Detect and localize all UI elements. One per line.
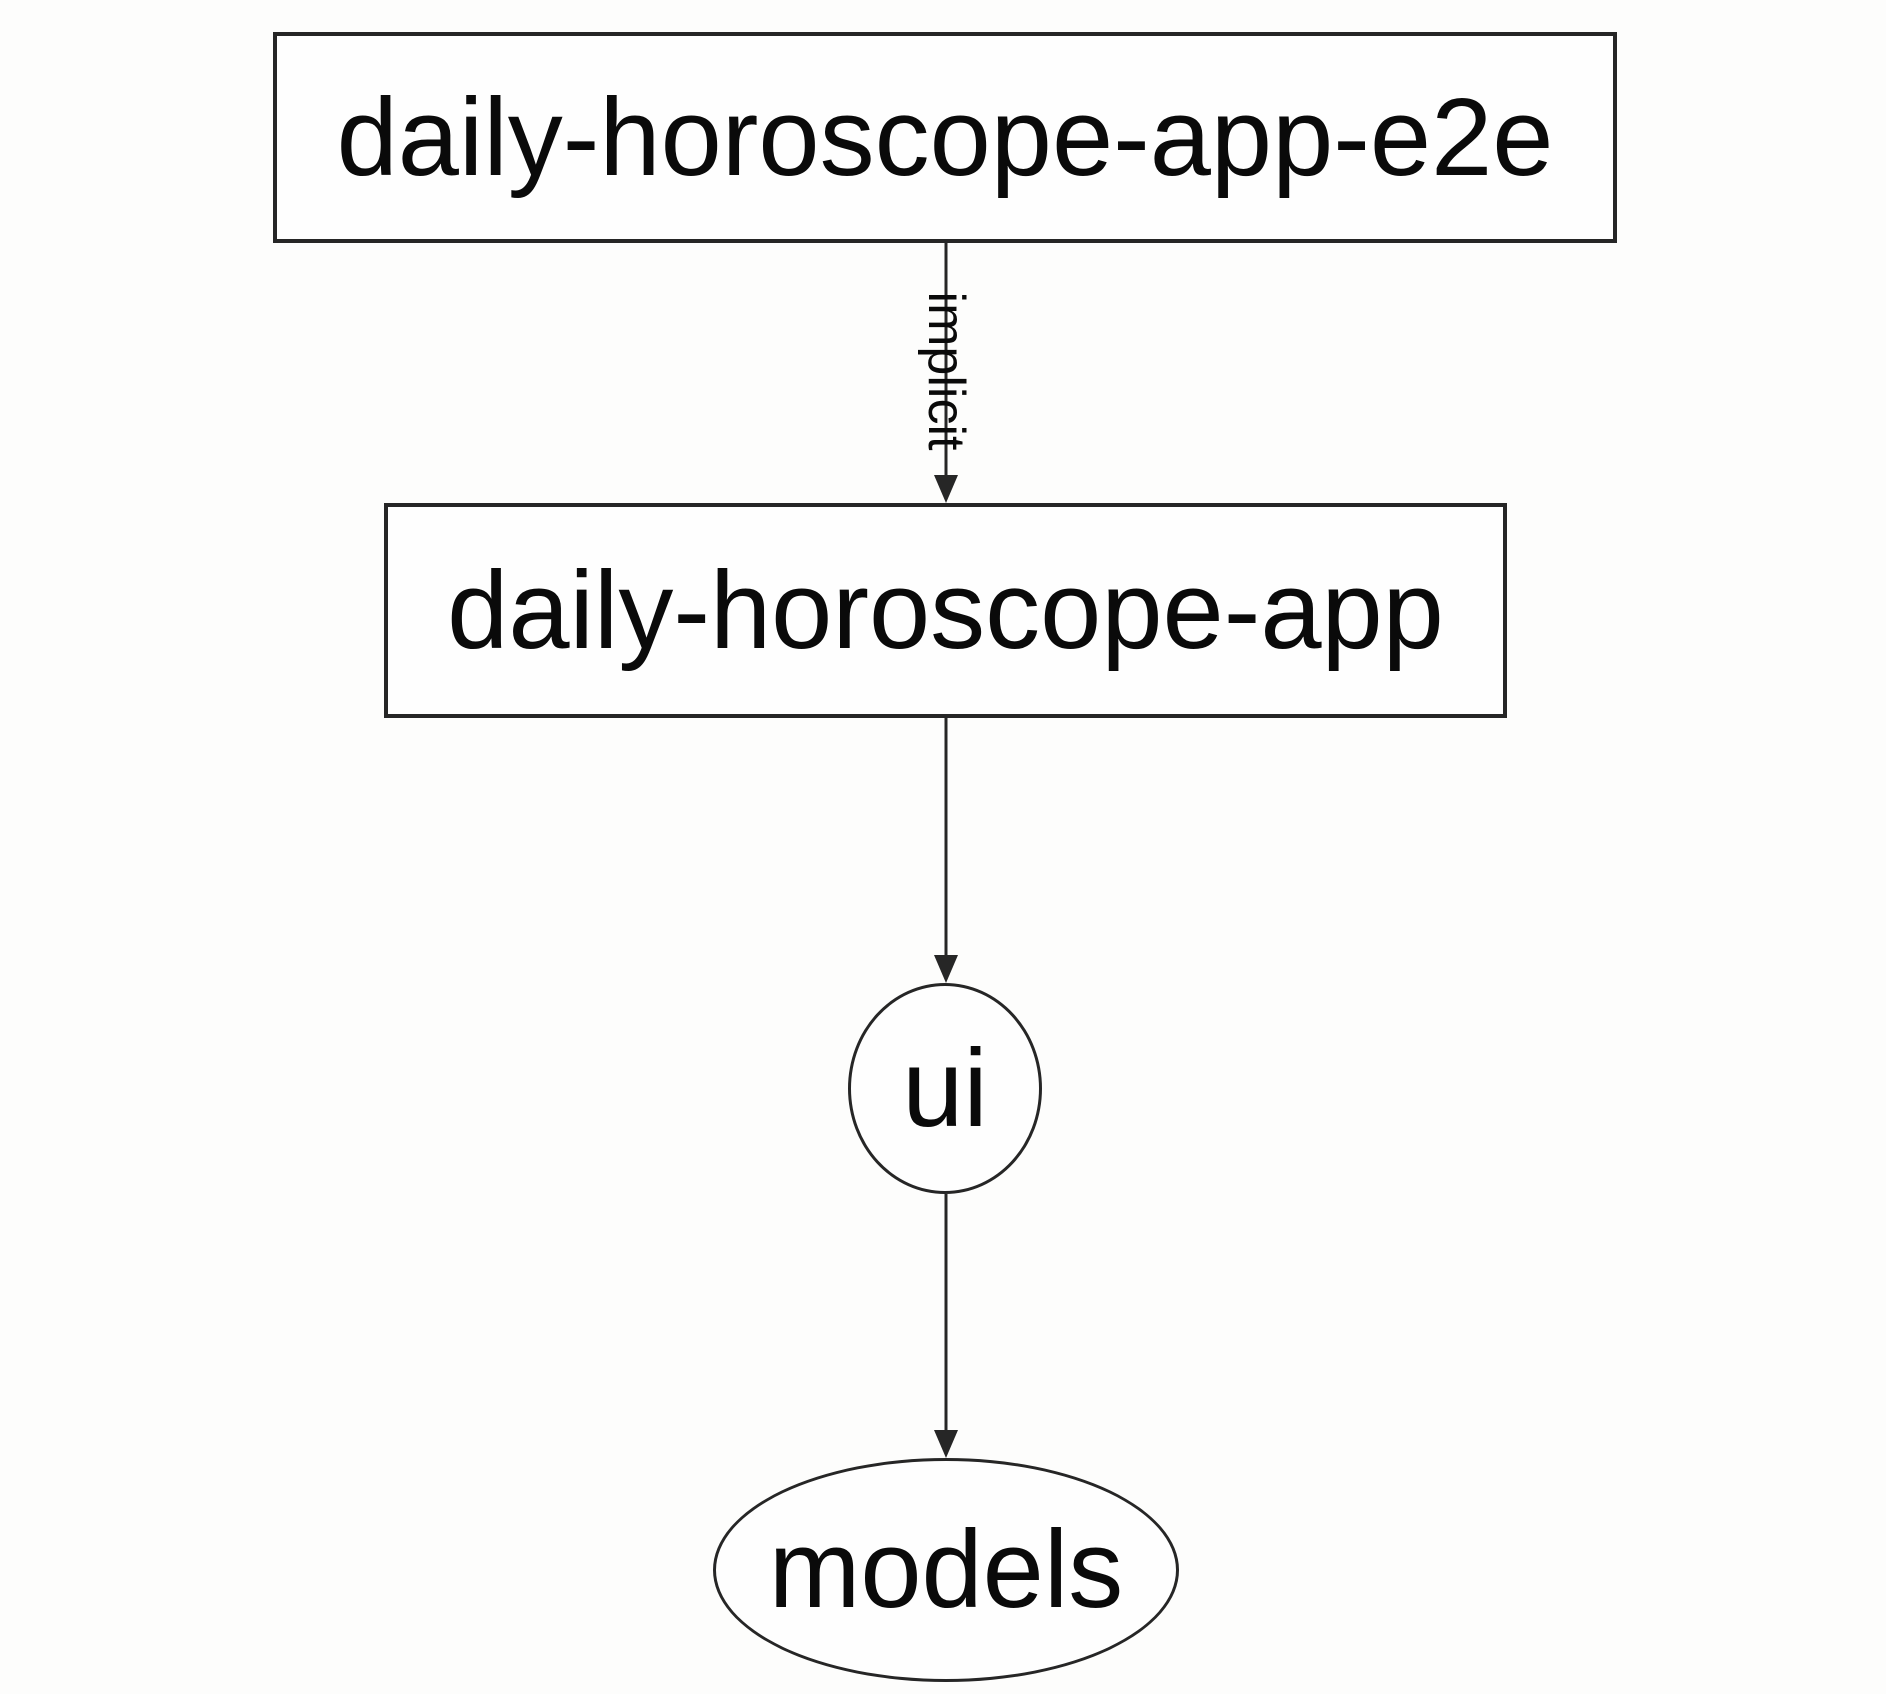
arrowhead-down-icon	[934, 955, 958, 983]
edge-ui-to-models	[933, 1194, 959, 1458]
edge-line	[944, 1194, 948, 1432]
node-label-ui: ui	[902, 1026, 988, 1150]
edge-e2e-to-app: implicit	[917, 243, 975, 503]
node-daily-horoscope-app: daily-horoscope-app	[384, 503, 1507, 718]
edge-line	[944, 718, 948, 957]
edge-app-to-ui	[933, 718, 959, 983]
node-label-daily-horoscope-app: daily-horoscope-app	[447, 548, 1444, 672]
node-daily-horoscope-app-e2e: daily-horoscope-app-e2e	[273, 32, 1617, 243]
arrowhead-down-icon	[934, 1430, 958, 1458]
arrowhead-down-icon	[934, 475, 958, 503]
node-label-models: models	[768, 1508, 1124, 1631]
edge-label-implicit: implicit	[917, 291, 975, 451]
node-models: models	[713, 1458, 1179, 1682]
node-ui: ui	[848, 983, 1042, 1194]
edge-line	[944, 243, 948, 477]
node-label-daily-horoscope-app-e2e: daily-horoscope-app-e2e	[336, 75, 1554, 199]
